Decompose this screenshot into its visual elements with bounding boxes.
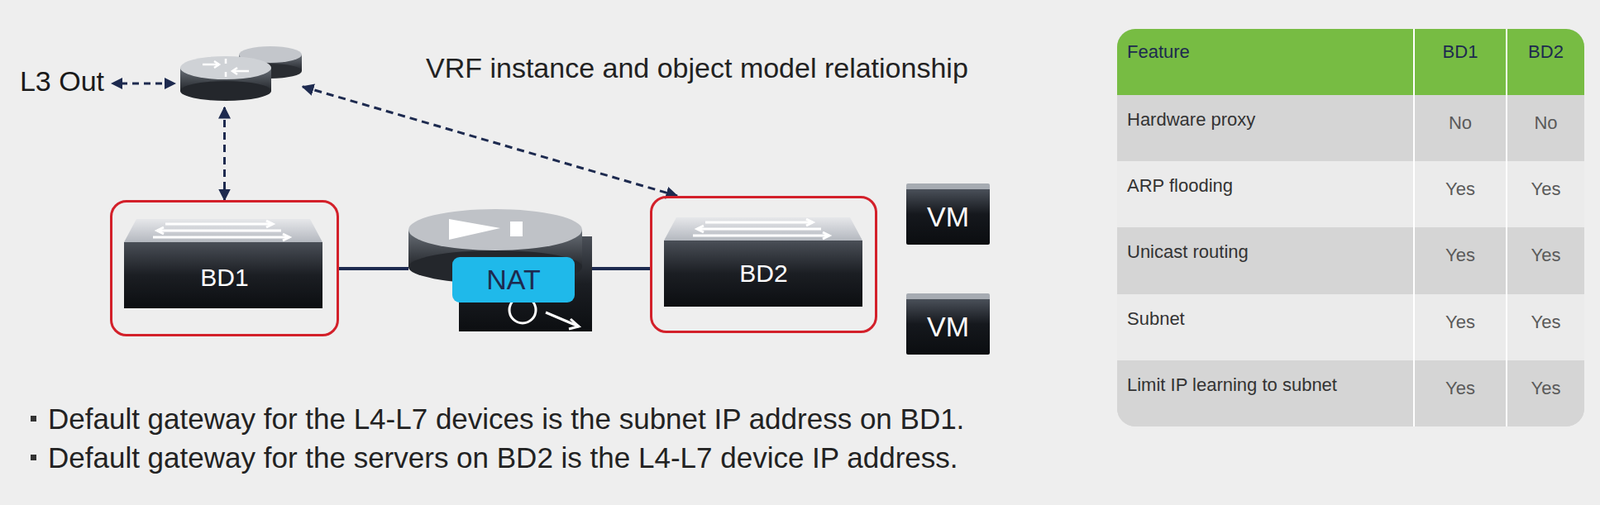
node-label: NAT <box>452 257 575 303</box>
router-node: L3 Out <box>178 47 303 108</box>
bullet <box>30 415 37 422</box>
table-cell: Yes <box>1505 161 1585 228</box>
table-cell: Yes <box>1413 227 1506 294</box>
diagram-title: VRF instance and object model relationsh… <box>425 52 969 85</box>
table-cell: No <box>1413 95 1506 162</box>
node-label: VM <box>926 201 970 233</box>
table-cell: Yes <box>1505 360 1585 427</box>
bridge-domain: BD1 <box>109 200 340 337</box>
bridge-domain: BD2 <box>649 195 878 334</box>
table-cell: Yes <box>1505 227 1585 294</box>
table-cell: Unicast routing <box>1117 227 1414 294</box>
table-header-cell: BD1 <box>1413 28 1506 96</box>
l3out-arrow <box>110 77 177 90</box>
table-cell: Yes <box>1505 294 1585 361</box>
bullet-note: Default gateway for the servers on BD2 i… <box>47 440 959 476</box>
feature-table: FeatureBD1BD2Hardware proxyNoNoARP flood… <box>1117 28 1585 427</box>
bullet <box>30 454 37 461</box>
connector <box>339 267 409 271</box>
connector <box>223 107 226 201</box>
table-cell: ARP flooding <box>1117 161 1414 228</box>
table-header-cell: BD2 <box>1505 28 1585 96</box>
table-cell: Yes <box>1413 161 1506 228</box>
table-cell: Hardware proxy <box>1117 95 1414 162</box>
connector <box>592 267 650 271</box>
router-icon <box>180 46 302 101</box>
vm-box: VM <box>906 183 990 245</box>
nat-device-node: NAT <box>408 209 593 332</box>
table-cell: Yes <box>1413 360 1506 427</box>
bullet-note: Default gateway for the L4-L7 devices is… <box>47 401 965 437</box>
table-cell: Limit IP learning to subnet <box>1117 360 1414 427</box>
vm-box: VM <box>906 293 990 355</box>
table-cell: Subnet <box>1117 294 1414 361</box>
node-label: VM <box>926 311 970 343</box>
table-header-cell: Feature <box>1117 28 1414 96</box>
node-label: BD1 <box>112 248 337 307</box>
table-cell: Yes <box>1413 294 1506 361</box>
nat-device <box>408 209 593 332</box>
connector <box>302 86 678 196</box>
table-cell: No <box>1505 95 1585 162</box>
node-label: BD2 <box>652 244 875 303</box>
node-label: L3 Out <box>19 64 105 99</box>
